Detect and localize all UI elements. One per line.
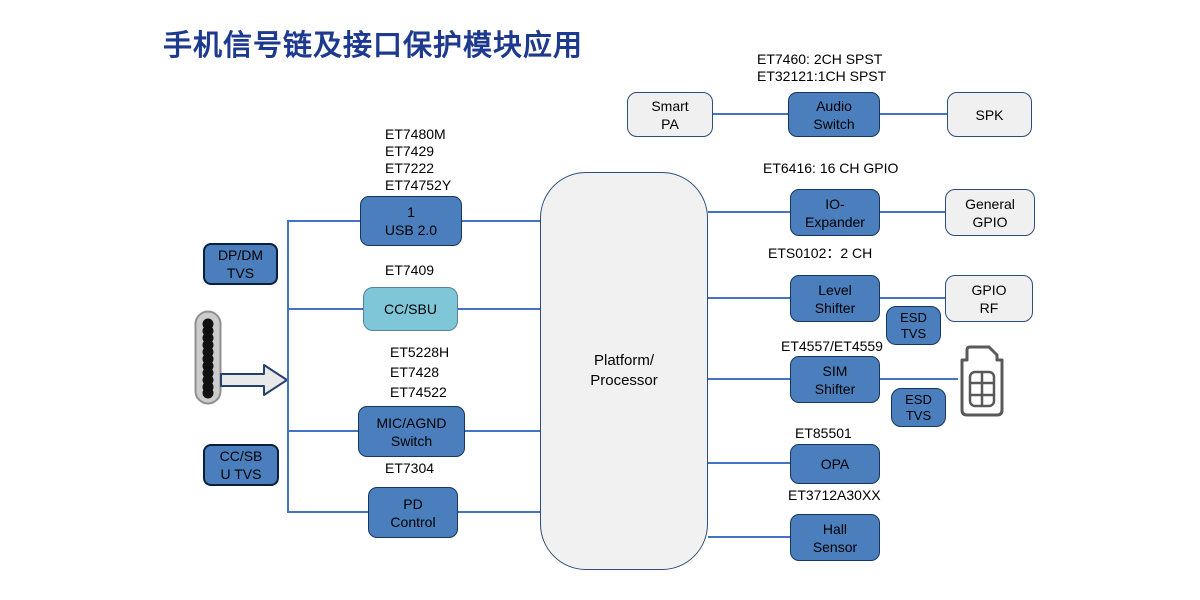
- dp-dm-tvs-box: DP/DM TVS: [203, 243, 278, 285]
- pd-control-box: PD Control: [368, 487, 458, 538]
- connector-line: [708, 378, 790, 380]
- sim-card-icon: [960, 345, 1004, 417]
- level-shifter-box: Level Shifter: [790, 275, 880, 322]
- pd-chip-label: ET7304: [385, 460, 435, 476]
- hall-sensor-chip-label: ET3712A30XX: [788, 487, 881, 503]
- connector-line: [880, 113, 947, 115]
- page-title: 手机信号链及接口保护模块应用: [163, 30, 584, 62]
- esd-tvs-box: ESD TVS: [891, 388, 946, 427]
- general-gpio-box: General GPIO: [945, 189, 1035, 236]
- connector-line: [287, 511, 368, 513]
- sim-shifter-box: SIM Shifter: [790, 356, 880, 403]
- connector-line: [458, 511, 540, 513]
- connector-line: [287, 430, 358, 432]
- io-expander-box: IO- Expander: [790, 189, 880, 236]
- cc-sbu-box: CC/SBU: [363, 287, 458, 331]
- connector-line: [708, 211, 790, 213]
- cc-sbu-tvs-box: CC/SB U TVS: [203, 444, 279, 486]
- connector-line: [708, 536, 790, 538]
- connector-line: [713, 113, 788, 115]
- bus-line: [287, 220, 289, 513]
- right-arrow-icon: [220, 364, 288, 396]
- sim-shifter-chip-label: ET4557/ET4559: [781, 338, 883, 354]
- connector-line: [465, 430, 540, 432]
- hall-sensor-box: Hall Sensor: [790, 514, 880, 561]
- gpio-rf-box: GPIO RF: [945, 275, 1033, 322]
- usb-chips-label: ET7480M ET7429 ET7222 ET74752Y: [385, 126, 452, 193]
- opa-chip-label: ET85501: [795, 425, 852, 441]
- mic-chips-label: ET5228H ET7428 ET74522: [390, 344, 450, 400]
- connector-line: [462, 220, 540, 222]
- connector-line: [708, 297, 790, 299]
- spk-box: SPK: [947, 92, 1032, 137]
- smart-pa-box: Smart PA: [627, 92, 713, 137]
- connector-line: [880, 211, 945, 213]
- audio-chips-label: ET7460: 2CH SPST ET32121:1CH SPST: [757, 51, 887, 84]
- esd-tvs-box: ESD TVS: [886, 306, 941, 345]
- connector-line: [287, 308, 363, 310]
- connector-line: [287, 220, 360, 222]
- usb-c-connector-icon: [194, 310, 222, 405]
- level-shifter-chip-label: ETS0102：2 CH: [768, 245, 873, 261]
- io-expander-chip-label: ET6416: 16 CH GPIO: [763, 160, 899, 176]
- connector-line: [708, 462, 790, 464]
- audio-switch-box: Audio Switch: [788, 92, 880, 137]
- connector-line: [880, 297, 945, 299]
- platform-processor-box: Platform/ Processor: [540, 172, 708, 570]
- usb2-box: 1 USB 2.0: [360, 196, 462, 246]
- connector-line: [880, 378, 958, 380]
- connector-line: [458, 308, 540, 310]
- opa-box: OPA: [790, 444, 880, 484]
- mic-agnd-switch-box: MIC/AGND Switch: [358, 406, 465, 457]
- cc-sbu-chip-label: ET7409: [385, 262, 435, 278]
